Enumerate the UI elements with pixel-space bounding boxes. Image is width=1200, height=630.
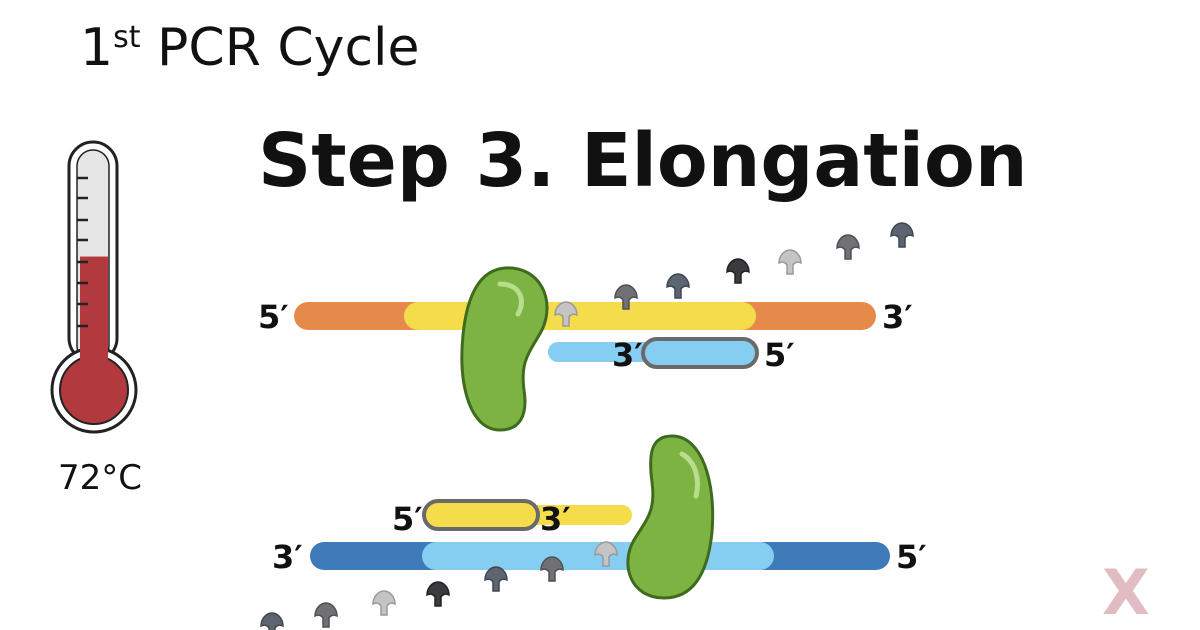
nucleotide-icon — [540, 556, 564, 582]
watermark-logo: X — [1102, 556, 1150, 629]
bottom-polymerase — [626, 434, 715, 600]
nucleotide-icon — [314, 602, 338, 628]
bottom-primer — [422, 499, 540, 531]
top-primer — [641, 337, 759, 369]
bottom-primer-5prime-label: 5′ — [392, 500, 423, 538]
cycle-title-text: PCR Cycle — [140, 18, 420, 78]
nucleotide-icon — [484, 566, 508, 592]
nucleotide-icon — [426, 581, 450, 607]
thermometer-icon — [50, 140, 138, 434]
top-strand-3prime-label: 3′ — [882, 298, 913, 336]
top-new-strand — [548, 337, 759, 369]
cycle-number: 1 — [80, 18, 114, 78]
nucleotide-icon — [372, 590, 396, 616]
step-title: Step 3. Elongation — [258, 118, 1028, 204]
cycle-title: 1st PCR Cycle — [80, 18, 419, 78]
bottom-strand-5prime-label: 5′ — [896, 538, 927, 576]
logo-text: X — [1102, 556, 1150, 629]
top-primer-3prime-label: 3′ — [612, 336, 643, 374]
nucleotide-icon — [890, 222, 914, 248]
top-strand-5prime-label: 5′ — [258, 298, 289, 336]
nucleotide-icon — [726, 258, 750, 284]
cycle-suffix: st — [113, 20, 141, 55]
top-polymerase — [460, 266, 549, 432]
nucleotide-icon — [778, 249, 802, 275]
thermometer-fill — [80, 256, 108, 372]
bottom-primer-3prime-label: 3′ — [540, 500, 571, 538]
temperature-label: 72°C — [58, 458, 143, 498]
nucleotide-icon — [836, 234, 860, 260]
top-primer-5prime-label: 5′ — [764, 336, 795, 374]
nucleotide-icon — [666, 273, 690, 299]
bottom-new-strand — [422, 499, 632, 531]
bottom-strand-3prime-label: 3′ — [272, 538, 303, 576]
nucleotide-icon — [260, 612, 284, 630]
